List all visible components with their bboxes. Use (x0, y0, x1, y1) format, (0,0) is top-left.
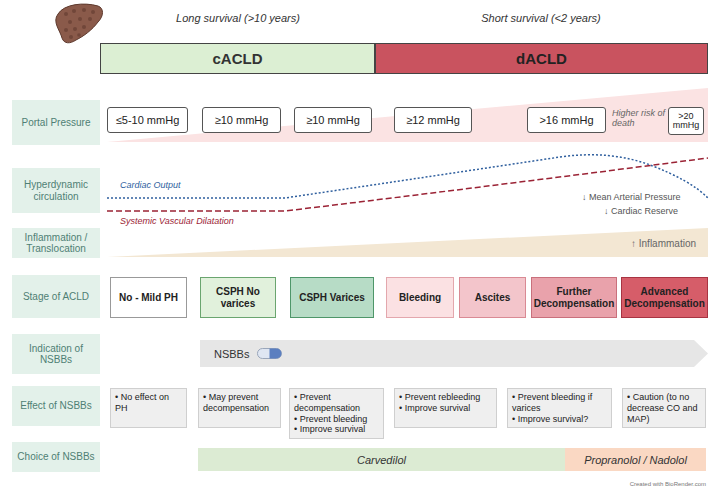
effect-box: • Prevent rebleeding• Improve survival (394, 388, 497, 428)
row-label: Inflammation / Translocation (12, 228, 100, 258)
survival-label: Short survival (<2 years) (481, 12, 601, 24)
node-text: No - Mild PH (119, 292, 178, 304)
row-label: Choice of NSBBs (12, 442, 100, 472)
row-label: Portal Pressure (12, 100, 100, 145)
node-text: Indication of NSBBs (15, 343, 97, 366)
node-text: Bleeding (399, 292, 441, 304)
stage-box: Advanced Decompensation (621, 277, 708, 318)
node-text: • May prevent decompensation (203, 392, 276, 414)
stage-box: CSPH No varices (200, 277, 276, 318)
pressure-box: ≥10 mmHg (202, 107, 281, 133)
pressure-wedge (107, 88, 708, 142)
stage-band: cACLD (100, 43, 375, 74)
node-text: ≥10 mmHg (306, 114, 360, 126)
node-text: Further Decompensation (534, 286, 615, 309)
choice-band: Carvedilol (198, 448, 565, 471)
node-text: • Prevent bleeding (294, 414, 367, 425)
liver-illustration (56, 4, 103, 43)
pressure-box: ≤5-10 mmHg (107, 107, 188, 133)
effect-box: • Prevent decompensation• Prevent bleedi… (289, 388, 384, 439)
row-label: Indication of NSBBs (12, 334, 100, 374)
curve-label: Systemic Vascular Dilatation (118, 216, 236, 226)
effect-box: • Prevent bleeding if varices• Improve s… (507, 388, 612, 428)
node-text: Carvedilol (357, 454, 406, 466)
node-text: • Prevent bleeding if varices (512, 392, 607, 414)
node-text: dACLD (516, 50, 567, 67)
effect-note: ↓ Mean Arterial Pressure (580, 192, 683, 202)
row-label: Effect of NSBBs (12, 386, 100, 426)
node-text: Stage of ACLD (23, 291, 89, 303)
pressure-box: >20 mmHg (668, 107, 704, 135)
node-text: • Improve survival (294, 424, 365, 435)
row-label: Stage of ACLD (12, 275, 100, 318)
indication-arrow: NSBBs (200, 340, 708, 367)
node-text: • Caution (to no decrease CO and MAP) (627, 392, 701, 424)
arrow-shape (200, 340, 708, 367)
node-text: Propranolol / Nadolol (584, 454, 687, 466)
pressure-box: >16 mmHg (527, 107, 606, 133)
stage-box: Bleeding (386, 277, 454, 318)
stage-box: Further Decompensation (531, 277, 617, 318)
pressure-box: ≥12 mmHg (394, 107, 472, 133)
effect-note: ↓ Cardiac Reserve (602, 206, 680, 216)
arrow-outline (200, 340, 708, 367)
node-text: >16 mmHg (539, 114, 593, 126)
node-text: • No effect on PH (115, 392, 182, 414)
stage-box: No - Mild PH (110, 277, 187, 318)
node-text: cACLD (212, 50, 262, 67)
effect-box: • May prevent decompensation (198, 388, 281, 428)
node-text: • Prevent rebleeding (399, 392, 480, 403)
choice-band: Propranolol / Nadolol (565, 448, 706, 471)
node-text: • Prevent decompensation (294, 392, 379, 414)
stage-box: Ascites (459, 277, 526, 318)
stage-box: CSPH Varices (290, 277, 374, 318)
node-text: ≥10 mmHg (215, 114, 269, 126)
node-text: Choice of NSBBs (17, 451, 94, 463)
survival-label: Long survival (>10 years) (176, 12, 300, 24)
stage-band: dACLD (375, 43, 708, 74)
inflammation-wedge (107, 228, 708, 257)
effect-box: • Caution (to no decrease CO and MAP) (622, 388, 706, 428)
pressure-box: ≥10 mmHg (294, 107, 372, 133)
curve-label: Cardiac Output (118, 180, 183, 190)
node-text: CSPH No varices (204, 286, 272, 309)
node-text: • Improve survival? (512, 414, 588, 425)
node-text: NSBBs (214, 348, 249, 360)
watermark: Created with BioRender.com (630, 481, 706, 487)
node-text: Ascites (475, 292, 511, 304)
node-text: Portal Pressure (22, 117, 91, 129)
node-text: ≥12 mmHg (406, 114, 460, 126)
node-text: ≤5-10 mmHg (116, 114, 180, 126)
node-text: • Improve survival (399, 403, 470, 414)
node-text: Advanced Decompensation (624, 286, 705, 309)
trend-label: ↑ Inflammation (631, 238, 696, 249)
vascular-dilatation-curve (107, 158, 708, 211)
node-text: Effect of NSBBs (20, 400, 92, 412)
pill-icon (257, 349, 281, 359)
effect-box: • No effect on PH (110, 388, 187, 428)
node-text: CSPH Varices (299, 292, 365, 304)
risk-note: Higher risk of death (612, 108, 666, 129)
row-label: Hyperdynamic circulation (12, 168, 100, 213)
node-text: >20 mmHg (672, 112, 700, 131)
node-text: Inflammation / Translocation (15, 232, 97, 255)
node-text: Hyperdynamic circulation (15, 179, 97, 202)
